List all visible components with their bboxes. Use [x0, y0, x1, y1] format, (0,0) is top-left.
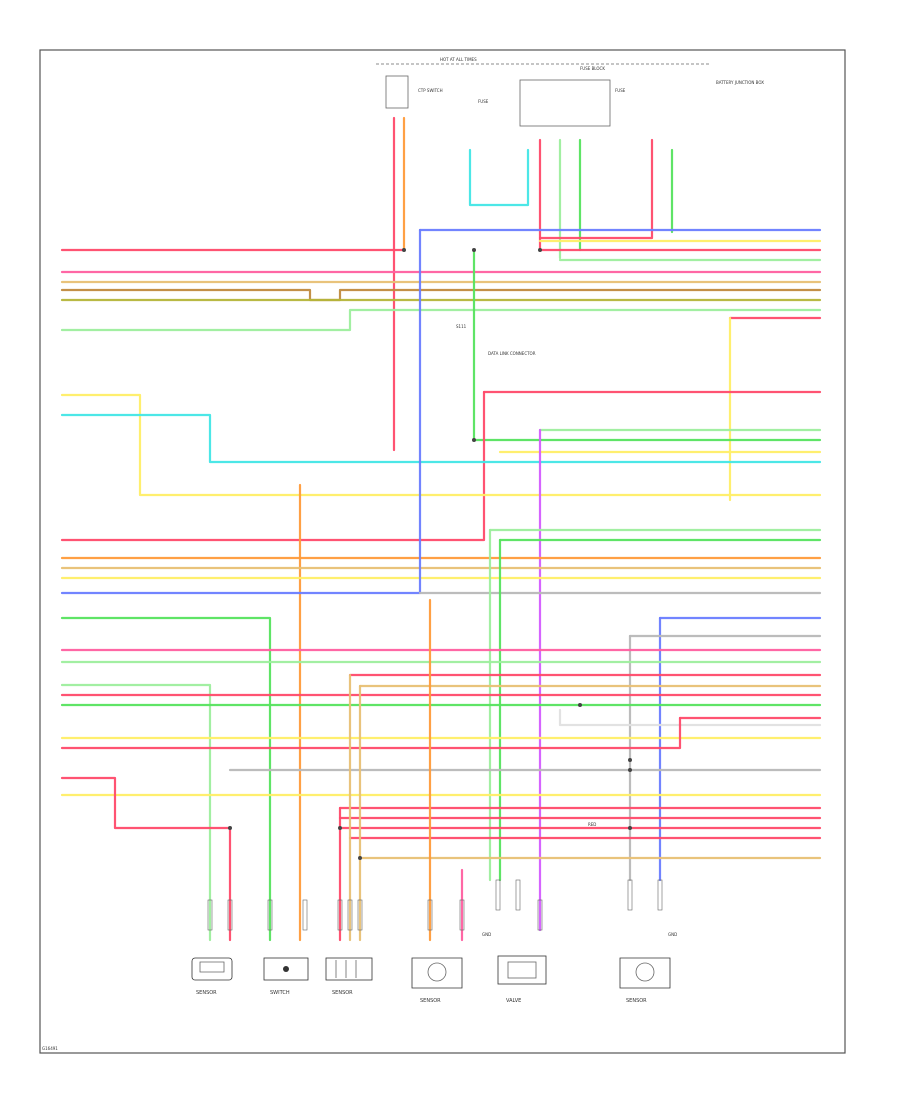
fuse-block-box [519, 79, 611, 127]
splice-dot [538, 248, 542, 252]
component-2: SWITCH [263, 957, 309, 996]
wires-layer [60, 116, 822, 942]
connector-terminal [227, 899, 233, 931]
junction-dots-layer [228, 248, 632, 860]
component-2-label: SWITCH [270, 990, 290, 996]
ctp-switch-box [385, 75, 409, 109]
splice-dot [358, 856, 362, 860]
ground-tag-b: GND [668, 932, 677, 937]
wire-mid-green-1 [472, 248, 822, 442]
component-6: SENSOR [619, 957, 671, 1004]
connector-terminal [267, 899, 273, 931]
splice-label: S111 [456, 324, 467, 329]
ground-tag-a: GND [482, 932, 491, 937]
splice-dot [578, 703, 582, 707]
wire-top-cyan [468, 148, 530, 207]
connector-terminal [427, 899, 433, 931]
wire-h-brown-1 [60, 288, 822, 302]
splice-dot [472, 438, 476, 442]
splice-tag: RED [588, 822, 596, 827]
splice-dot [228, 826, 232, 830]
wire-h-yellow-2 [60, 393, 822, 497]
connector-terminal [515, 879, 521, 911]
connector-terminal [627, 879, 633, 911]
diagram-frame [39, 49, 846, 1054]
connector-terminal [302, 899, 308, 931]
wire-h-white-1 [558, 708, 822, 727]
splice-dot [402, 248, 406, 252]
connector-terminal [657, 879, 663, 911]
component-5-label: VALVE [506, 998, 521, 1004]
wire-h-lightgreen-2 [60, 308, 822, 332]
component-4: SENSOR [411, 957, 463, 1004]
wire-h-green-3 [60, 616, 272, 942]
component-5: VALVE [497, 955, 547, 1004]
component-1: SENSOR [191, 957, 233, 996]
wire-h-red-8 [60, 716, 682, 750]
splice-dot [472, 248, 476, 252]
wire-h-lightgreen-6 [60, 683, 212, 942]
wire-h-red-mid [60, 390, 486, 542]
splice-dot [628, 758, 632, 762]
splice-dot [628, 768, 632, 772]
connector-terminal [357, 899, 363, 931]
connector-terminal [537, 899, 543, 931]
component-3-label: SENSOR [332, 990, 353, 996]
component-3: SENSOR [325, 957, 373, 996]
fuse-label-1: FUSE [478, 99, 489, 104]
component-4-label: SENSOR [420, 998, 441, 1004]
connector-terminal [337, 899, 343, 931]
component-6-label: SENSOR [626, 998, 647, 1004]
wire-h-red-9 [60, 776, 232, 942]
wire-h-blue-2 [60, 228, 422, 595]
fuse-block-label: FUSE BLOCK [580, 66, 605, 71]
battery-note-label: BATTERY JUNCTION BOX [716, 80, 764, 85]
connector-terminal [459, 899, 465, 931]
splice-dot [628, 826, 632, 830]
splice-dot [338, 826, 342, 830]
fuse-label-2: FUSE [615, 88, 626, 93]
wire-top-red-3 [538, 138, 654, 240]
hot-at-all-times-label: HOT AT ALL TIMES [440, 57, 477, 62]
component-1-label: SENSOR [196, 990, 217, 996]
footer-ref: G16491 [42, 1046, 58, 1051]
connector-terminal [495, 879, 501, 911]
data-link-label: DATA LINK CONNECTOR [488, 351, 536, 356]
wire-h-cyan-1 [60, 413, 822, 464]
connector-terminal [347, 899, 353, 931]
ctp-switch-label: CTP SWITCH [418, 88, 443, 93]
connector-terminal [207, 899, 213, 931]
